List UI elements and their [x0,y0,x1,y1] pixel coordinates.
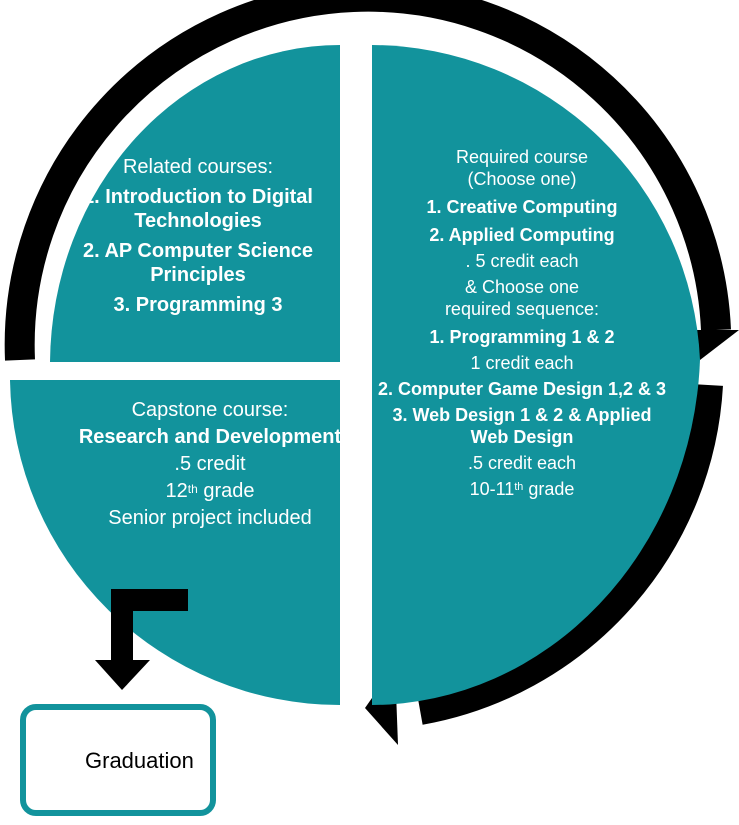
related-item: 3. Programming 3 [113,294,283,316]
required-course-1: 1. Creative Computing [426,197,618,217]
sequence-item-3: 3. Web Design 1 & 2 & Applied Web Design [392,405,652,447]
required-heading-1: Required course [455,147,589,167]
quadrant-right [372,45,700,705]
required-heading-2: (Choose one) [467,169,577,189]
grade-base: 10-11 [469,479,515,499]
quadrant-bottom-left [10,380,340,705]
capstone-credit: .5 credit [174,453,246,475]
outer-ring-arc [4,0,731,361]
sequence-item-2: 2. Computer Game Design 1,2 & 3 [377,379,667,399]
grade-base: 12 [165,480,188,502]
sequence-heading-2: required sequence: [444,299,600,319]
related-item: 1. Introduction to Digital Technologies [83,186,313,232]
graduation-arrow-head [95,660,150,690]
sequence-1-credit: 1 credit each [470,353,574,373]
capstone-panel: Capstone course: Research and Developmen… [70,397,350,532]
grade-sup: th [187,482,198,496]
required-courses-panel: Required course (Choose one) 1. Creative… [372,146,672,500]
quadrant-top-left [50,44,340,362]
graduation-box [20,704,216,816]
sequence-item-1: 1. Programming 1 & 2 [429,327,615,347]
sequence-credit: .5 credit each [467,453,577,473]
grade-suffix: grade [197,480,255,502]
capstone-heading: Capstone course: [131,399,289,421]
capstone-note: Senior project included [108,507,312,529]
related-courses-panel: Related courses: 1. Introduction to Digi… [60,155,336,317]
capstone-course: Research and Development [78,426,342,448]
required-course-2: 2. Applied Computing [429,225,615,245]
sequence-heading-1: & Choose one [464,277,580,297]
graduation-label: Graduation [85,748,194,773]
related-heading: Related courses: [122,156,274,178]
lower-right-arc [417,384,723,725]
capstone-grade: 12th grade [70,478,350,505]
required-course-credit: . 5 credit each [465,251,579,271]
required-grade: 10-11th grade [372,478,672,500]
grade-sup: th [514,481,524,493]
grade-suffix: grade [523,479,575,499]
graduation-arrow [111,589,188,660]
related-item: 2. AP Computer Science Principles [82,240,314,286]
